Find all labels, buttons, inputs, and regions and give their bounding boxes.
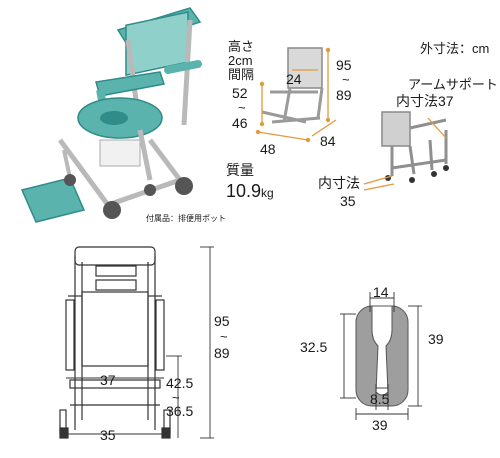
front-seat-tilde: ~ (172, 390, 180, 405)
armrest-label-1: アームサポート (408, 77, 498, 92)
dim-seat-min: 46 (232, 115, 248, 131)
chair-sketch-side (261, 47, 324, 124)
dim-dots-side (255, 47, 331, 143)
front-seat-min: 36.5 (166, 403, 194, 419)
dim-height-max: 95 (336, 57, 352, 73)
seat-gap-label-2: 2cm (228, 53, 253, 68)
front-height-max: 95 (214, 313, 230, 329)
armrest-label-2: 内寸法37 (396, 93, 454, 109)
dim-depth: 84 (320, 133, 336, 149)
chair-photo (20, 7, 202, 223)
seat-top-view (355, 305, 409, 407)
weight-label: 質量 (226, 162, 254, 178)
units-label: 外寸法：cm (420, 41, 490, 56)
dim-lines-right (363, 117, 447, 191)
weight-value: 10.9kg (226, 182, 274, 200)
weight-number: 10.9 (226, 181, 262, 201)
seat-gap-label-3: 間隔 (228, 67, 255, 82)
front-seat-max: 42.5 (166, 375, 194, 391)
dim-lines-side (257, 50, 337, 141)
dim-seat-tilde: ~ (238, 100, 246, 115)
front-arm-width: 37 (100, 372, 116, 388)
inner-label: 内寸法 (318, 175, 360, 191)
dim-inner-width: 24 (286, 71, 302, 87)
dim-width: 48 (260, 141, 276, 157)
dim-seat-max: 52 (232, 85, 248, 101)
seat-depth-right: 39 (428, 331, 444, 347)
seat-total-width: 39 (372, 417, 388, 433)
chair-sketch-right (381, 111, 448, 176)
seat-slot-width: 8.5 (370, 391, 390, 407)
weight-unit: kg (261, 186, 274, 200)
dim-height-min: 89 (336, 87, 352, 103)
seat-depth-left: 32.5 (300, 339, 328, 355)
front-view-drawing (59, 246, 171, 439)
front-base-width: 35 (100, 427, 116, 443)
seat-hole-width: 14 (373, 284, 389, 300)
inner-value: 35 (340, 193, 356, 209)
photo-caption: 付属品：排便用ポット (146, 214, 226, 223)
seat-dims (340, 292, 422, 420)
front-height-min: 89 (214, 345, 230, 361)
front-view-dims (66, 246, 214, 439)
dim-height-tilde: ~ (342, 72, 350, 87)
seat-gap-label-1: 高さ (228, 39, 255, 54)
front-height-tilde: ~ (220, 329, 228, 344)
